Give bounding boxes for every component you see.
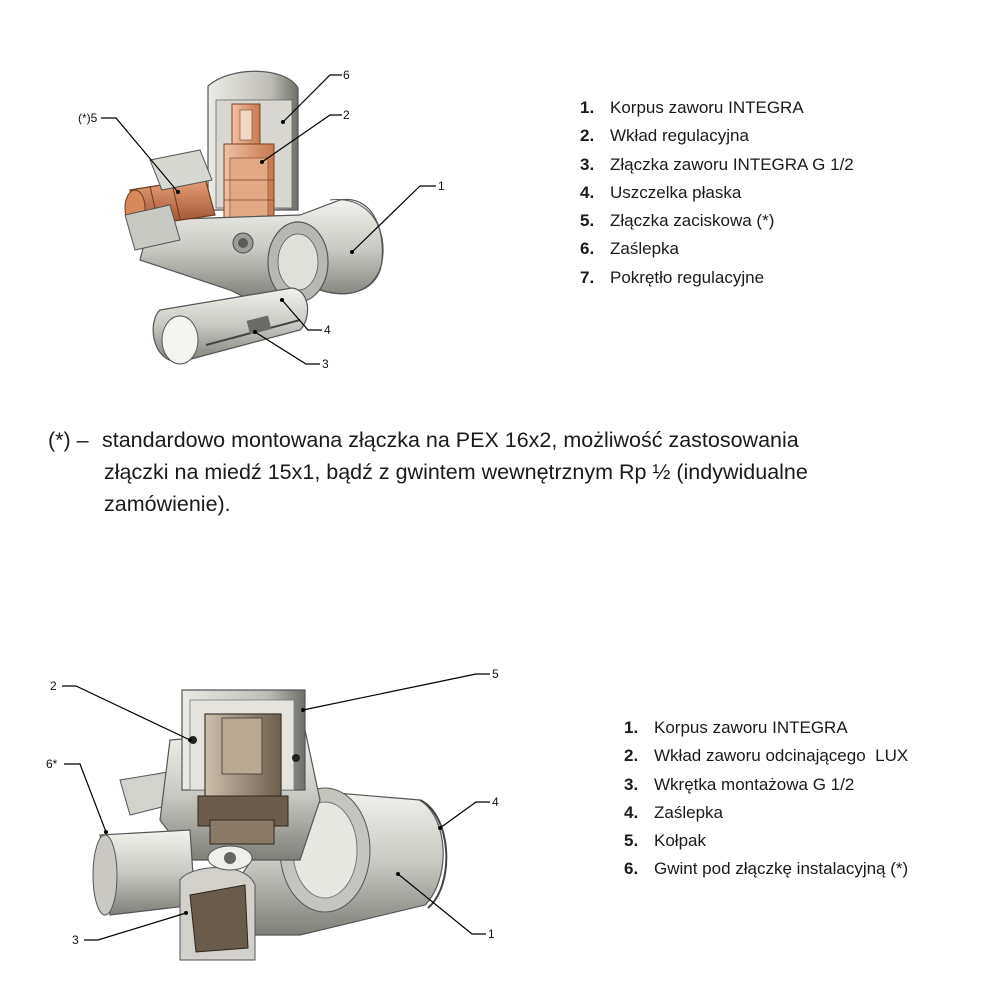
- top-legend-item: 2.Wkład regulacyjna: [580, 126, 749, 146]
- bottom-callout-3: 3: [72, 933, 79, 947]
- footnote: (*) – standardowo montowana złączka na PE…: [48, 424, 948, 520]
- top-legend: 1.Korpus zaworu INTEGRA 2.Wkład regulacy…: [580, 94, 854, 292]
- footnote-line-1: standardowo montowana złączka na PEX 16x…: [102, 428, 799, 452]
- top-legend-item: 3.Złączka zaworu INTEGRA G 1/2: [580, 154, 854, 174]
- top-legend-item: 6.Zaślepka: [580, 239, 679, 259]
- bottom-callout-5: 5: [492, 667, 499, 681]
- bottom-legend-item: 1.Korpus zaworu INTEGRA: [624, 718, 848, 737]
- top-callout-6: 6: [343, 68, 350, 82]
- top-callout-4: 4: [324, 323, 331, 337]
- top-legend-item: 1.Korpus zaworu INTEGRA: [580, 98, 804, 117]
- top-legend-item: 5.Złączka zaciskowa (*): [580, 211, 775, 231]
- bottom-legend-item: 2.Wkład zaworu odcinającego LUX: [624, 746, 909, 766]
- top-connector: [152, 287, 309, 365]
- bottom-legend-item: 6.Gwint pod złączkę instalacyjną (*): [624, 859, 909, 879]
- bottom-callout-4: 4: [492, 795, 499, 809]
- footnote-line-3: zamówienie).: [104, 492, 231, 516]
- bottom-callout-1: 1: [488, 927, 495, 941]
- top-body: [139, 198, 384, 303]
- bottom-callout-2: 2: [50, 679, 57, 693]
- footnote-line-2: złączki na miedź 15x1, bądź z gwintem we…: [104, 460, 808, 484]
- bottom-callout-6: 6*: [46, 757, 58, 771]
- top-callout-1: 1: [438, 179, 445, 193]
- bottom-legend-item: 3.Wkrętka montażowa G 1/2: [624, 774, 855, 794]
- top-legend-item: 7.Pokrętło regulacyjne: [580, 267, 765, 287]
- bottom-valve-drawing: [92, 689, 448, 961]
- top-legend-item: 4.Uszczelka płaska: [580, 182, 742, 202]
- top-callout-3: 3: [322, 357, 329, 371]
- top-fitting: [124, 149, 216, 251]
- footnote-mark: (*) –: [48, 428, 89, 452]
- bottom-legend-item: 5.Kołpak: [624, 831, 706, 851]
- bottom-callout-lines: [62, 673, 490, 941]
- top-callout-2: 2: [343, 108, 350, 122]
- top-callout-lines: [101, 74, 436, 365]
- bottom-legend-item: 4.Zaślepka: [624, 802, 723, 822]
- bottom-legend: 1.Korpus zaworu INTEGRA 2.Wkład zaworu o…: [624, 714, 908, 884]
- top-callout-5: (*)5: [78, 111, 98, 125]
